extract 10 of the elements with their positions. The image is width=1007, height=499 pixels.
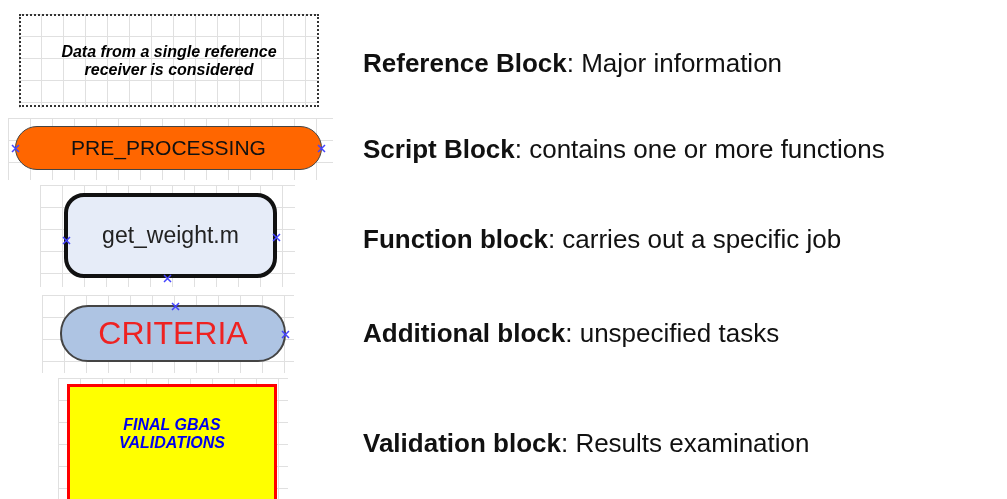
reference-block: Data from a single reference receiver is considered xyxy=(19,14,319,107)
block-description: Script Block: contains one or more functions xyxy=(363,133,885,165)
additional-block: CRITERIA xyxy=(60,305,286,362)
validation-block: FINAL GBAS VALIDATIONS xyxy=(67,384,277,499)
block-description: Reference Block: Major information xyxy=(363,47,783,79)
block-description: Validation block: Results examination xyxy=(363,427,810,459)
block-description: Additional block: unspecified tasks xyxy=(363,317,780,349)
block-description: Function block: carries out a specific job xyxy=(363,223,842,255)
function-block: get_weight.m xyxy=(64,193,277,278)
script-block: PRE_PROCESSING xyxy=(15,126,322,170)
